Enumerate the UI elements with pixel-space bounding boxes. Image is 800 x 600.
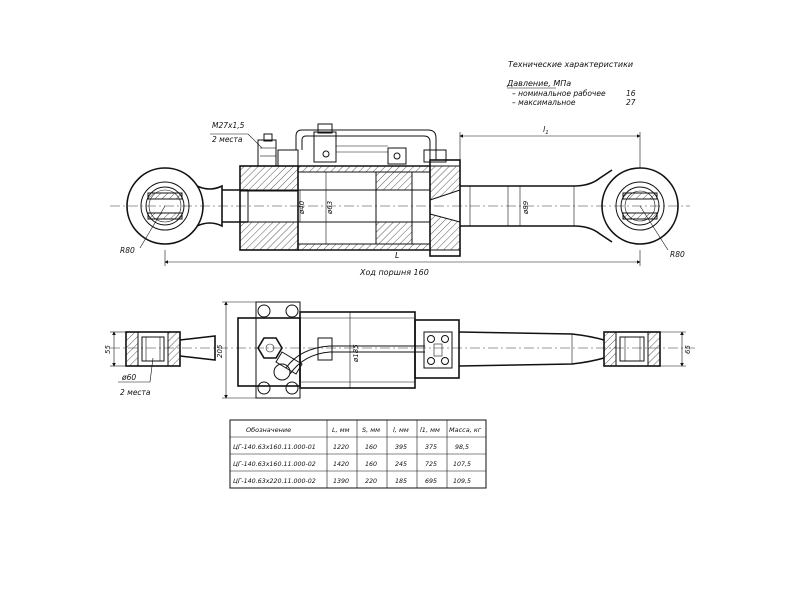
table-cell: 395 [395, 444, 407, 451]
table-cell: ЦГ-140.63х160.11.000-01 [233, 444, 316, 451]
left-eye-outer [126, 167, 204, 245]
tube-diameter-label: ø89 [522, 200, 530, 215]
table-header-l1: l1, мм [420, 426, 440, 434]
table-cell: ЦГ-140.63х160.11.000-02 [233, 461, 316, 468]
front-section-view: М27х1,5 2 места l1 ø40 ø63 ø89 L Ход пор… [110, 121, 690, 277]
length-L-label: L [395, 251, 399, 260]
table-cell: 1220 [333, 444, 349, 451]
table-header-S: S, мм [362, 426, 380, 434]
right-radius-label: R80 [670, 250, 685, 259]
l1-label: l1 [543, 125, 549, 136]
specs-row-nominal-value: 16 [626, 89, 636, 98]
stroke-label: Ход поршня 160 [359, 268, 429, 277]
table-header-L: L, мм [332, 426, 350, 434]
specs-row-max-label: – максимальное [512, 98, 576, 107]
specs-title: Технические характеристики [508, 60, 633, 69]
table-cell: 160 [365, 444, 377, 451]
table-cell: 245 [395, 461, 407, 468]
pin-places-label: 2 места [120, 388, 151, 397]
table-cell: 185 [395, 478, 407, 485]
table-row: ЦГ-140.63х160.11.000-01 1220 160 395 375… [233, 444, 469, 451]
table-row: ЦГ-140.63х220.11.000-02 1390 220 185 695… [233, 478, 471, 485]
variants-table: Обозначение L, мм S, мм l, мм l1, мм Мас… [229, 419, 487, 489]
thread-places-label: 2 места [212, 135, 243, 144]
left-eye-width-label: 55 [104, 345, 112, 354]
head-width-label: 205 [216, 344, 224, 358]
rod-diameter-label: ø40 [298, 200, 306, 215]
table-cell: 695 [425, 478, 437, 485]
table-header-l: l, мм [393, 426, 409, 434]
thread-label: М27х1,5 [212, 121, 245, 130]
table-header-mass: Масса, кг [449, 426, 482, 434]
table-cell: 1420 [333, 461, 349, 468]
table-row: ЦГ-140.63х160.11.000-02 1420 160 245 725… [233, 461, 471, 468]
table-header-designation: Обозначение [246, 426, 291, 434]
pin-diameter-label: ø60 [121, 373, 136, 382]
table-cell: 98,5 [455, 444, 469, 451]
specifications-block: Технические характеристики Давление, МПа… [506, 60, 636, 107]
table-cell: 109,5 [453, 478, 471, 485]
table-cell: 1390 [333, 478, 349, 485]
specs-pressure-heading: Давление, МПа [506, 79, 571, 88]
tube-width-label: ø185 [352, 344, 360, 363]
table-cell: 375 [425, 444, 437, 451]
specs-row-nominal-label: – номинальное рабочее [512, 89, 606, 98]
piston-diameter-label: ø63 [326, 201, 334, 215]
table-cell: 160 [365, 461, 377, 468]
specs-row-max-value: 27 [626, 98, 636, 107]
left-radius-label: R80 [120, 246, 135, 255]
table-cell: 725 [425, 461, 437, 468]
right-eye-width-label: 65 [684, 345, 692, 354]
table-cell: ЦГ-140.63х220.11.000-02 [233, 478, 316, 485]
plan-view: ø185 55 205 65 ø60 [104, 301, 695, 399]
table-cell: 220 [365, 478, 377, 485]
table-cell: 107,5 [453, 461, 471, 468]
